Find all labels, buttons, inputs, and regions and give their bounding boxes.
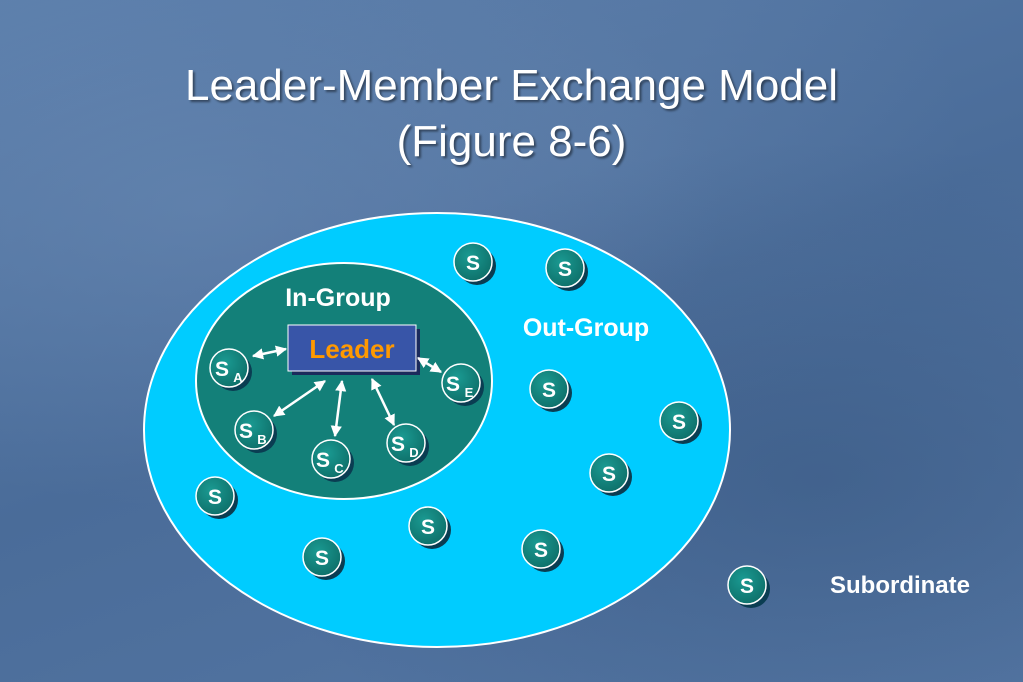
ingroup-label: In-Group [285,284,391,312]
ingroup-member-a: S A [209,348,252,391]
legend-subordinate-symbol: S [727,565,770,608]
outgroup-subordinate: S [453,242,496,285]
outgroup-subordinate: S [521,529,564,572]
arrow-leader-se [417,356,442,374]
outgroup-subordinate: S [408,506,451,549]
svg-text:S: S [542,379,556,402]
member-c-sub: C [334,461,344,476]
svg-text:S: S [421,516,435,539]
svg-text:S: S [466,252,480,275]
ingroup-member-d: S D [386,423,429,466]
svg-text:S: S [534,539,548,562]
member-a-letter: S [215,358,229,381]
member-b-sub: B [257,432,266,447]
arrow-leader-sd [370,377,396,427]
outgroup-subordinate: S [529,369,572,412]
member-d-letter: S [391,433,405,456]
leader-label: Leader [309,334,394,364]
svg-text:S: S [558,258,572,281]
member-a-sub: A [233,370,243,385]
arrow-leader-sa [251,345,288,360]
svg-text:S: S [602,463,616,486]
svg-text:S: S [315,547,329,570]
outgroup-subordinate: S [659,401,702,444]
member-d-sub: D [409,445,418,460]
ingroup-member-b: S B [234,410,277,453]
outgroup-subordinate: S [545,248,588,291]
title-line-2: (Figure 8-6) [396,117,627,166]
slide-title: Leader-Member Exchange Model (Figure 8-6… [0,58,1023,170]
leader-box: Leader [287,324,420,375]
legend: S Subordinate [727,565,970,608]
member-b-letter: S [239,420,253,443]
member-c-letter: S [316,449,330,472]
arrow-leader-sb [273,379,326,418]
member-e-sub: E [465,385,474,400]
arrow-leader-sc [330,379,347,438]
outgroup-label: Out-Group [523,314,649,342]
legend-label: Subordinate [830,572,970,599]
svg-text:S: S [740,575,754,598]
outgroup-subordinate: S [302,537,345,580]
svg-text:S: S [208,486,222,509]
exchange-arrows [251,345,442,438]
title-line-1: Leader-Member Exchange Model [184,61,839,110]
outgroup-subordinate: S [195,476,238,519]
member-e-letter: S [446,373,460,396]
ingroup-member-e: S E [441,363,484,406]
ingroup-member-c: S C [311,439,354,482]
svg-text:S: S [672,411,686,434]
outgroup-subordinate: S [589,453,632,496]
